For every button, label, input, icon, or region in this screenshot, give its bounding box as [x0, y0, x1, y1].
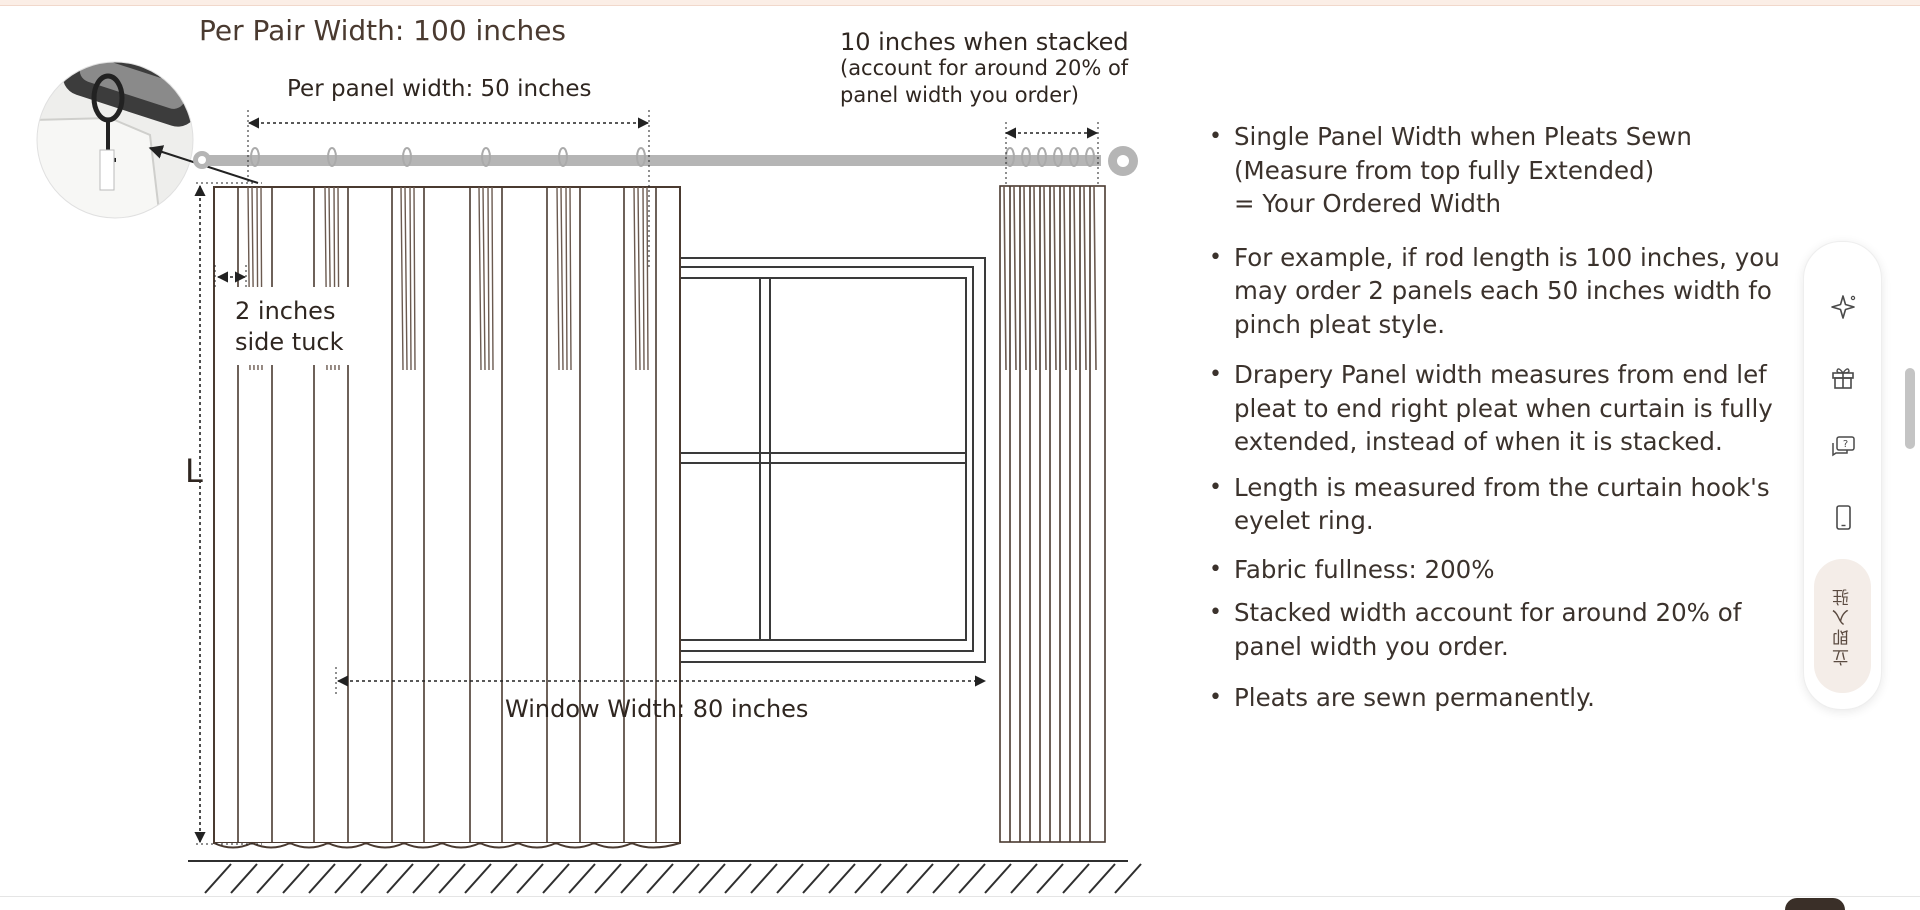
stacked-note-line-2: panel width you order): [840, 83, 1079, 107]
gift-button[interactable]: [1804, 352, 1881, 402]
mobile-phone-icon: [1835, 505, 1851, 530]
length-mark: L: [185, 452, 203, 490]
join-now-label: 立即入驻: [1833, 586, 1853, 666]
sparkle-button[interactable]: [1804, 282, 1881, 332]
list-item: Stacked width account for around 20% of …: [1205, 596, 1805, 663]
gift-icon: [1831, 368, 1854, 389]
help-chat-icon: ?: [1831, 436, 1855, 457]
floating-toolbar: ? 立即入驻: [1803, 241, 1882, 710]
top-border: [0, 0, 1920, 6]
list-item: Pleats are sewn permanently.: [1205, 681, 1805, 715]
list-item: Length is measured from the curtain hook…: [1205, 471, 1805, 538]
extended-curtain-panel: [213, 186, 681, 849]
stacked-curtain: [999, 185, 1106, 843]
bottom-divider: [0, 896, 1920, 897]
list-item: Drapery Panel width measures from end le…: [1205, 358, 1805, 459]
hook-detail-image: [37, 62, 193, 218]
curtain-measurement-diagram: [36, 61, 1142, 894]
window-frame: [678, 257, 986, 663]
stacked-note-line-1: (account for around 20% of: [840, 56, 1129, 80]
sparkle-icon: [1830, 295, 1855, 319]
list-item: Fabric fullness: 200%: [1205, 553, 1805, 587]
svg-text:?: ?: [1842, 439, 1847, 450]
stacked-width-label: 10 inches when stacked: [840, 28, 1129, 56]
list-item: For example, if rod length is 100 inches…: [1205, 241, 1805, 342]
side-tuck-label-line-2: side tuck: [235, 328, 344, 356]
scrollbar-thumb[interactable]: [1905, 368, 1915, 449]
measurement-notes-list: Single Panel Width when Pleats Sewn (Mea…: [1205, 120, 1805, 715]
side-tuck-label-line-1: 2 inches: [235, 297, 336, 325]
join-now-button[interactable]: 立即入驻: [1814, 559, 1871, 693]
bottom-corner-element: [1785, 898, 1845, 910]
window-width-label: Window Width: 80 inches: [505, 695, 809, 723]
help-chat-button[interactable]: ?: [1804, 422, 1881, 472]
mobile-app-button[interactable]: [1804, 492, 1881, 542]
list-item: Single Panel Width when Pleats Sewn (Mea…: [1205, 120, 1805, 221]
panel-width-label: Per panel width: 50 inches: [287, 76, 592, 102]
diagram-title: Per Pair Width: 100 inches: [199, 14, 567, 47]
